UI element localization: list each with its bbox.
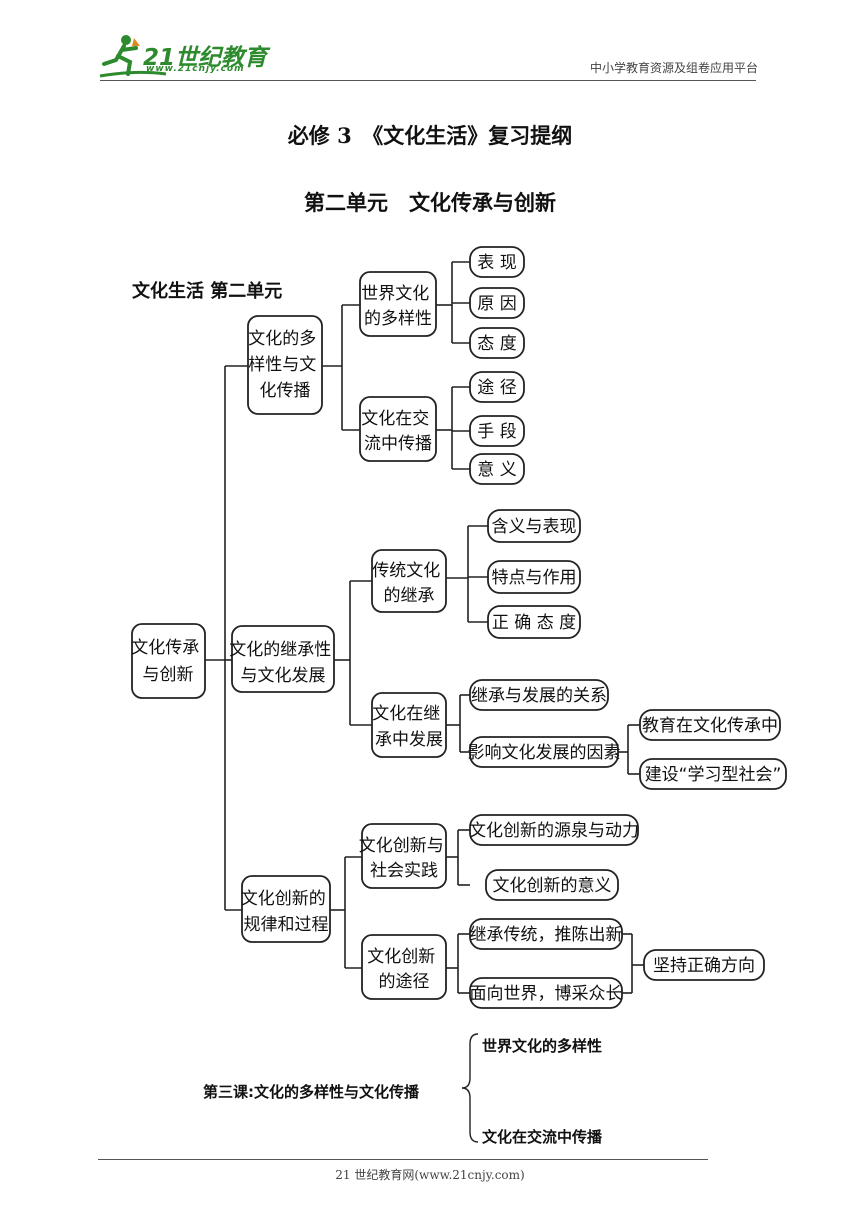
leaf-innovation-significance: 文化创新的意义 [493, 876, 612, 896]
leaf-correct-attitude: 正 确 态 度 [492, 613, 576, 633]
mindmap: 文化传承 与创新 文化的多 样性与文 化传播 世界文化 的多样性 文化在交 流中… [131, 246, 787, 1009]
leaf-means: 手 段 [477, 422, 516, 442]
header-divider [100, 80, 756, 81]
leaf-development-factors: 影响文化发展的因素 [468, 743, 621, 763]
mindmap-caption: 文化生活 第二单元 [132, 281, 283, 302]
footer-divider [98, 1159, 708, 1160]
leaf-source-motivation: 文化创新的源泉与动力 [469, 821, 639, 841]
lesson-3-item-2: 文化在交流中传播 [482, 1128, 603, 1146]
logo-url: www.21cnjy.com [146, 64, 245, 74]
lesson-3-label: 第三课:文化的多样性与文化传播 [203, 1083, 420, 1101]
branch-diversity-node: 文化的多 样性与文 化传播 [248, 329, 321, 401]
traditional-culture-node: 传统文化 的继承 [372, 561, 445, 606]
brace-icon [461, 1033, 479, 1143]
lesson-3-item-1: 世界文化的多样性 [482, 1037, 603, 1055]
leaf-manifestation: 表 现 [477, 253, 516, 273]
leaf-features-function: 特点与作用 [492, 568, 577, 588]
footer-text: 21 世纪教育网(www.21cnjy.com) [335, 1168, 525, 1182]
leaf-attitude: 态 度 [477, 334, 516, 354]
culture-exchange-node: 文化在交 流中传播 [361, 409, 434, 454]
leaf-education-role: 教育在文化传承中 [642, 716, 778, 736]
leaf-cause: 原 因 [477, 294, 516, 314]
page-title: 必修 3 《文化生活》复习提纲 [287, 123, 573, 148]
leaf-significance: 意 义 [477, 460, 516, 480]
root-node: 文化传承 与创新 [131, 638, 204, 685]
branch-innovation-node: 文化创新的 规律和过程 [241, 889, 331, 935]
leaf-inherit-develop-relation: 继承与发展的关系 [471, 686, 607, 706]
platform-label: 中小学教育资源及组卷应用平台 [589, 61, 758, 75]
leaf-pathway: 途 径 [477, 378, 516, 398]
develop-in-inheritance-node: 文化在继 承中发展 [372, 704, 445, 750]
leaf-inherit-tradition: 继承传统，推陈出新 [470, 925, 623, 945]
logo-runner-icon [99, 35, 167, 78]
leaf-correct-direction: 坚持正确方向 [653, 956, 755, 976]
innovation-pathway-node: 文化创新 的途径 [367, 947, 440, 992]
branch-inheritance-node: 文化的继承性 与文化发展 [229, 640, 336, 686]
leaf-face-world: 面向世界，博采众长 [470, 984, 623, 1004]
leaf-learning-society: 建设“学习型社会” [645, 765, 782, 785]
leaf-meaning-manifestation: 含义与表现 [492, 517, 577, 537]
world-culture-diversity-node: 世界文化 的多样性 [361, 284, 434, 329]
innovation-practice-node: 文化创新与 社会实践 [359, 836, 449, 881]
unit-title: 第二单元 文化传承与创新 [304, 190, 556, 215]
logo-text: 21世纪教育 [143, 45, 268, 71]
